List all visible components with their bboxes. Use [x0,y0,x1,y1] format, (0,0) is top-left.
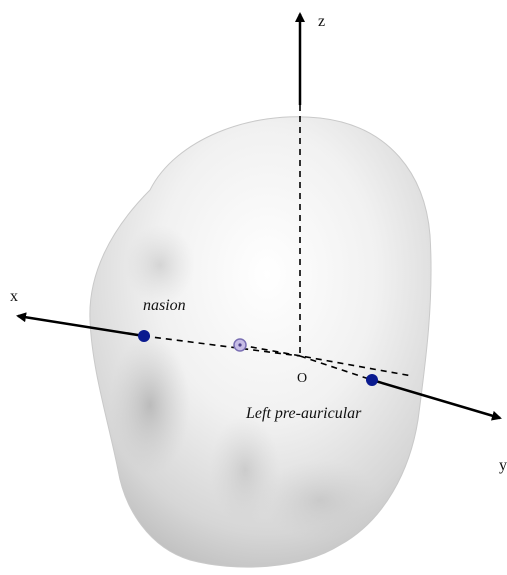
right-preauricular-center [238,343,241,346]
head-model [90,117,431,567]
z-axis-label: z [318,13,325,30]
cheek-shadow-left [110,335,190,475]
temple-shadow [125,225,195,305]
nasion-point [138,330,150,342]
nasion-label: nasion [143,297,186,314]
left-preauricular-label: Left pre-auricular [245,405,362,422]
x-axis-label: x [10,288,18,305]
y-axis-label: y [499,457,507,474]
jaw-shadow [260,460,380,540]
left-preauricular-point [366,374,378,386]
origin-label: O [297,371,307,386]
